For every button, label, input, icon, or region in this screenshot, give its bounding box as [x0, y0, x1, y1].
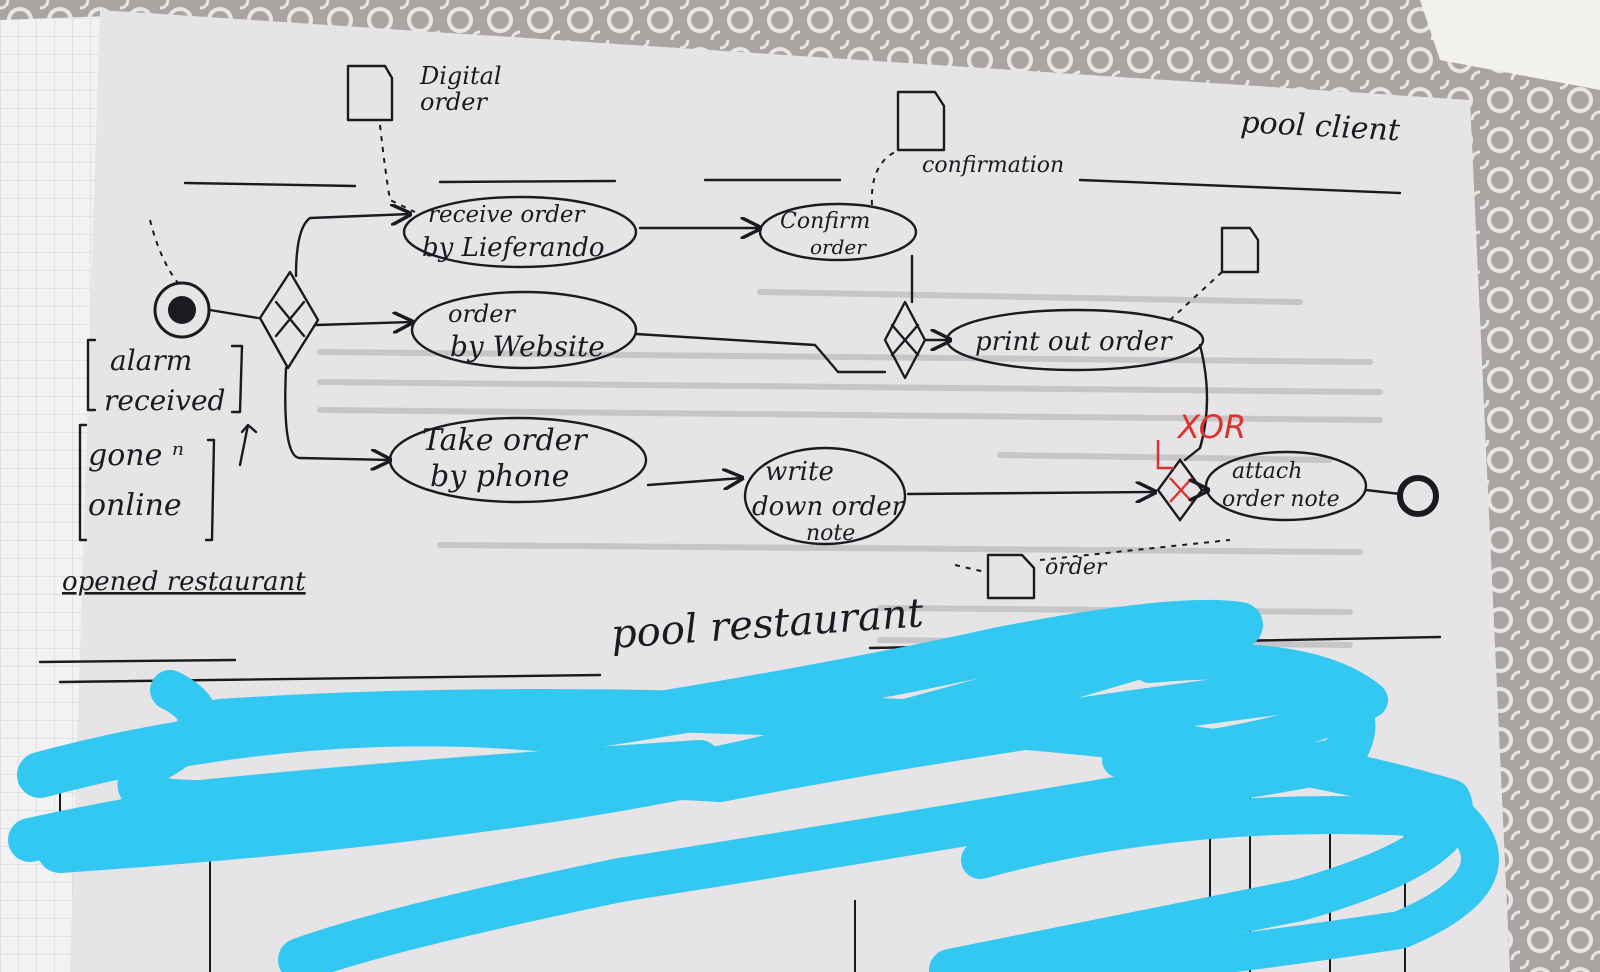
white-sheet-corner	[1420, 0, 1600, 90]
pool-client-label: pool client	[1240, 105, 1402, 148]
svg-text:write: write	[765, 457, 834, 487]
svg-text:note: note	[806, 521, 855, 546]
task-attach-order-note: attach order note	[1204, 450, 1368, 522]
task-order-by-website: order by Website	[410, 290, 638, 370]
svg-text:XOR: XOR	[1176, 408, 1246, 446]
task-confirm-order: Confirm order	[758, 202, 918, 262]
svg-text:attach: attach	[1232, 459, 1302, 484]
svg-text:receive order: receive order	[428, 202, 587, 228]
svg-text:order: order	[810, 235, 867, 259]
svg-text:down order: down order	[752, 492, 906, 522]
svg-text:Confirm: Confirm	[780, 209, 870, 234]
digital-order-label-line2: order	[420, 88, 488, 116]
svg-text:order: order	[448, 300, 516, 328]
digital-order-label-line1: Digital	[419, 62, 502, 90]
start-event-annotation-line2: online	[88, 488, 182, 523]
svg-text:order note: order note	[1222, 487, 1340, 512]
svg-text:print out order: print out order	[975, 327, 1173, 357]
svg-text:by Lieferando: by Lieferando	[422, 233, 605, 263]
xor-annotation: XOR	[1156, 408, 1246, 470]
start-event-label-line1: alarm	[110, 344, 192, 377]
print-document-icon	[1220, 226, 1260, 274]
pool-restaurant-alt-label: opened restaurant	[62, 567, 306, 597]
start-event-annotation-line1: gone ⁿ	[88, 438, 184, 473]
task-take-order-by-phone: Take order by phone	[388, 416, 648, 504]
start-event-label-line2: received	[104, 384, 225, 417]
task-print-out-order: print out order	[945, 308, 1205, 372]
start-event	[153, 281, 211, 339]
digital-order-document-icon	[346, 64, 394, 122]
pool-client-divider	[183, 178, 1402, 195]
svg-text:by phone: by phone	[430, 459, 569, 494]
task-receive-order-lieferando: receive order by Lieferando	[402, 195, 638, 269]
blue-redaction-scribble	[8, 599, 1499, 972]
order-document-icon	[986, 553, 1036, 600]
split-xor-gateway	[258, 270, 320, 370]
confirmation-label: confirmation	[922, 153, 1064, 178]
task-write-down-order-note: write down order note	[743, 446, 907, 546]
svg-text:by Website: by Website	[450, 330, 605, 363]
merge-gateway-print	[883, 300, 927, 380]
confirmation-document-icon	[896, 90, 946, 152]
end-event	[1397, 475, 1439, 517]
svg-text:Take order: Take order	[422, 423, 588, 458]
